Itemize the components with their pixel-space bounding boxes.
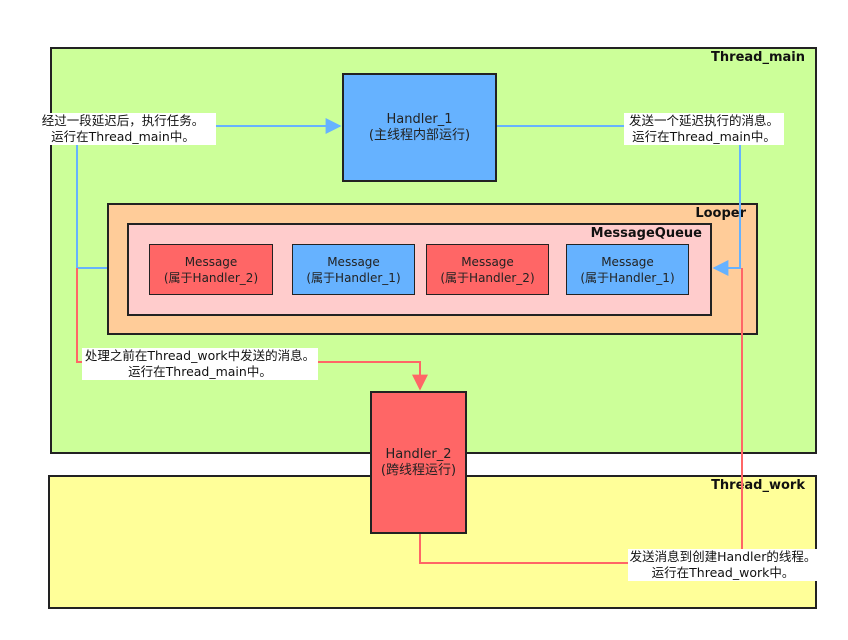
- message-queue-title: MessageQueue: [590, 226, 702, 241]
- message-label: Message: [184, 254, 238, 269]
- note-send-to-creator: 发送消息到创建Handler的线程。 运行在Thread_work中。: [628, 549, 818, 581]
- handler-1-desc: (主线程内部运行): [368, 127, 471, 143]
- message-item-1: Message (属于Handler_2): [149, 244, 273, 295]
- message-item-2: Message (属于Handler_1): [292, 244, 415, 295]
- message-item-3: Message (属于Handler_2): [426, 244, 549, 295]
- arrow-handler1-to-queue: [497, 125, 741, 276]
- message-item-4: Message (属于Handler_1): [566, 244, 689, 295]
- handler-1-box: Handler_1 (主线程内部运行): [342, 73, 497, 182]
- message-owner: (属于Handler_2): [163, 270, 259, 285]
- arrow-handler2-to-queue: [419, 268, 743, 564]
- message-owner: (属于Handler_1): [580, 270, 675, 285]
- handler-1-name: Handler_1: [386, 111, 453, 127]
- thread-work-region: Thread_work: [48, 475, 817, 609]
- thread-work-title: Thread_work: [711, 478, 805, 493]
- handler-2-desc: (跨线程运行): [380, 462, 457, 478]
- message-label: Message: [461, 254, 514, 269]
- handler-2-name: Handler_2: [385, 446, 452, 462]
- note-delay-exec: 经过一段延迟后，执行任务。 运行在Thread_main中。: [30, 113, 216, 145]
- arrow-queue-to-handler1: [76, 118, 342, 269]
- note-send-delay: 发送一个延迟执行的消息。 运行在Thread_main中。: [624, 113, 784, 145]
- message-label: Message: [327, 254, 380, 269]
- note-process-work: 处理之前在Thread_work中发送的消息。 运行在Thread_main中。: [82, 348, 318, 380]
- looper-title: Looper: [695, 206, 746, 221]
- thread-main-title: Thread_main: [711, 50, 805, 65]
- message-owner: (属于Handler_2): [440, 270, 535, 285]
- message-owner: (属于Handler_1): [306, 270, 401, 285]
- message-label: Message: [601, 254, 654, 269]
- handler-2-box: Handler_2 (跨线程运行): [370, 391, 467, 534]
